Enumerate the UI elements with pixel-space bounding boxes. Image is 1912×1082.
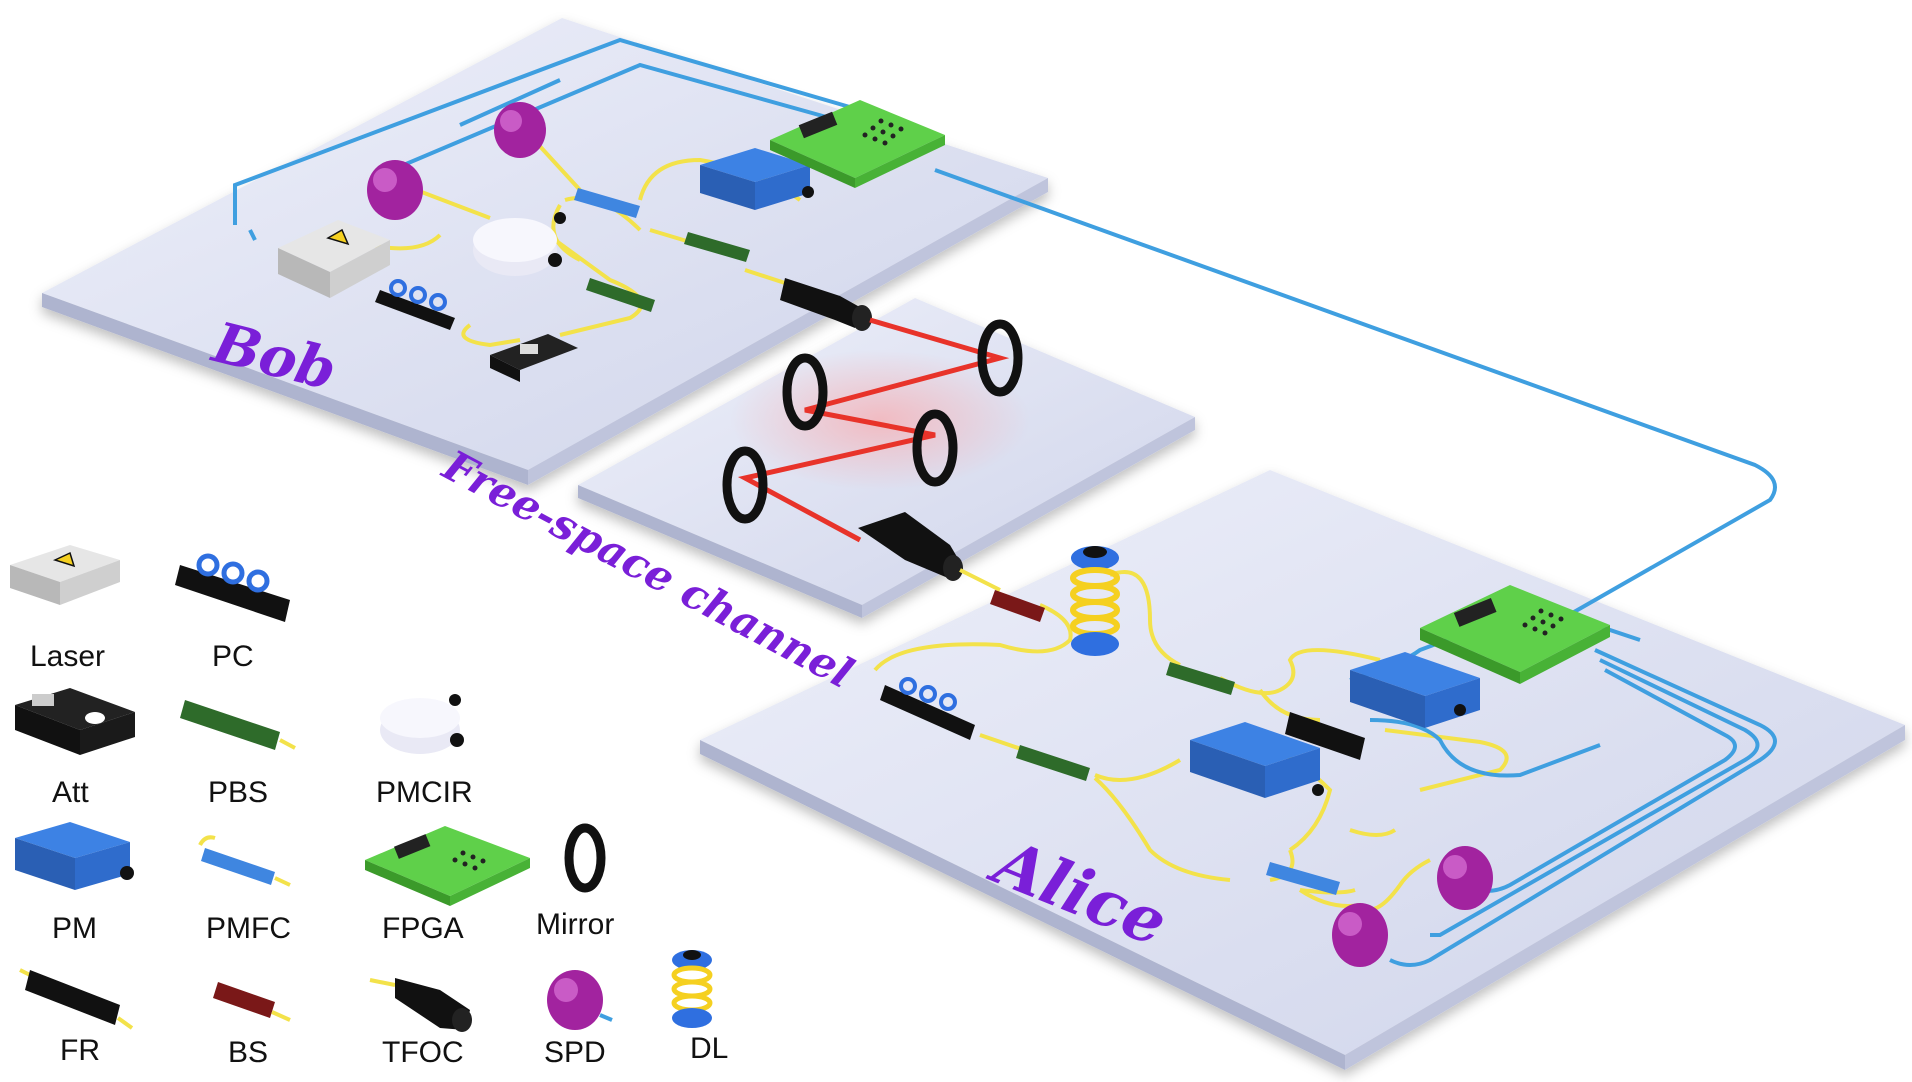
legend-pmcir-label: PMCIR: [376, 776, 473, 809]
mirror-2: [782, 353, 828, 431]
bob-att: [490, 334, 578, 382]
legend-pm-icon: [15, 822, 134, 890]
legend-laser-icon: [10, 545, 120, 605]
bob-laser: [278, 220, 390, 298]
legend-bs-icon: [213, 982, 291, 1022]
legend-pmfc-icon: [198, 835, 291, 887]
legend-fpga-icon: [365, 826, 530, 906]
bob-pmcir: [473, 212, 566, 276]
alice-dl: [1070, 546, 1120, 656]
legend-fr-icon: [19, 968, 134, 1030]
bob-spd-2: [494, 102, 546, 158]
legend-att-label: Att: [52, 776, 89, 809]
legend-laser-label: Laser: [30, 640, 105, 673]
legend-mirror-icon: [564, 823, 606, 893]
mirror-3: [912, 409, 958, 487]
bob-pbs-1: [684, 232, 750, 262]
bob-pc: [375, 279, 455, 330]
legend-pc-label: PC: [212, 640, 254, 673]
alice-spd-2: [1437, 846, 1493, 910]
bob-fpga: [770, 100, 945, 188]
legend-pbs-icon: [180, 700, 296, 750]
legend-pbs-label: PBS: [208, 776, 268, 809]
alice-pbs-2: [1166, 662, 1235, 695]
legend-pm-label: PM: [52, 912, 97, 945]
bob-tfoc: [780, 278, 872, 331]
legend-fr-label: FR: [60, 1034, 100, 1067]
legend-att-icon: [15, 688, 135, 755]
alice-pmfc: [1266, 862, 1340, 895]
legend: Laser PC Att PBS: [10, 545, 728, 1069]
mirror-4: [722, 446, 768, 524]
alice-pc: [880, 677, 975, 740]
legend-pmfc-label: PMFC: [206, 912, 291, 945]
legend-mirror-label: Mirror: [536, 908, 614, 941]
alice-pm-2: [1350, 652, 1480, 728]
alice-spd-1: [1332, 903, 1388, 967]
legend-fpga-label: FPGA: [382, 912, 464, 945]
legend-dl-icon: [671, 950, 713, 1028]
bob-pm: [700, 148, 814, 210]
legend-bs-label: BS: [228, 1036, 268, 1069]
mirror-1: [977, 319, 1023, 397]
alice-tfoc: [858, 512, 963, 581]
alice-fr: [1285, 712, 1365, 760]
alice-bs: [990, 590, 1045, 622]
legend-pc-icon: [175, 553, 290, 622]
legend-tfoc-icon: [369, 978, 472, 1032]
legend-spd-icon: [547, 970, 613, 1030]
classical-fiber-link: [934, 168, 1777, 622]
alice-fpga: [1420, 585, 1610, 684]
alice-pbs-1: [1016, 745, 1090, 781]
bob-spd-1: [367, 160, 423, 220]
legend-pmcir-icon: [380, 694, 464, 754]
bob-pbs-2: [586, 278, 655, 312]
bob-pmfc: [574, 188, 640, 218]
legend-spd-label: SPD: [544, 1036, 606, 1069]
legend-tfoc-label: TFOC: [382, 1036, 464, 1069]
legend-dl-label: DL: [690, 1032, 728, 1065]
alice-pm-1: [1190, 722, 1324, 798]
